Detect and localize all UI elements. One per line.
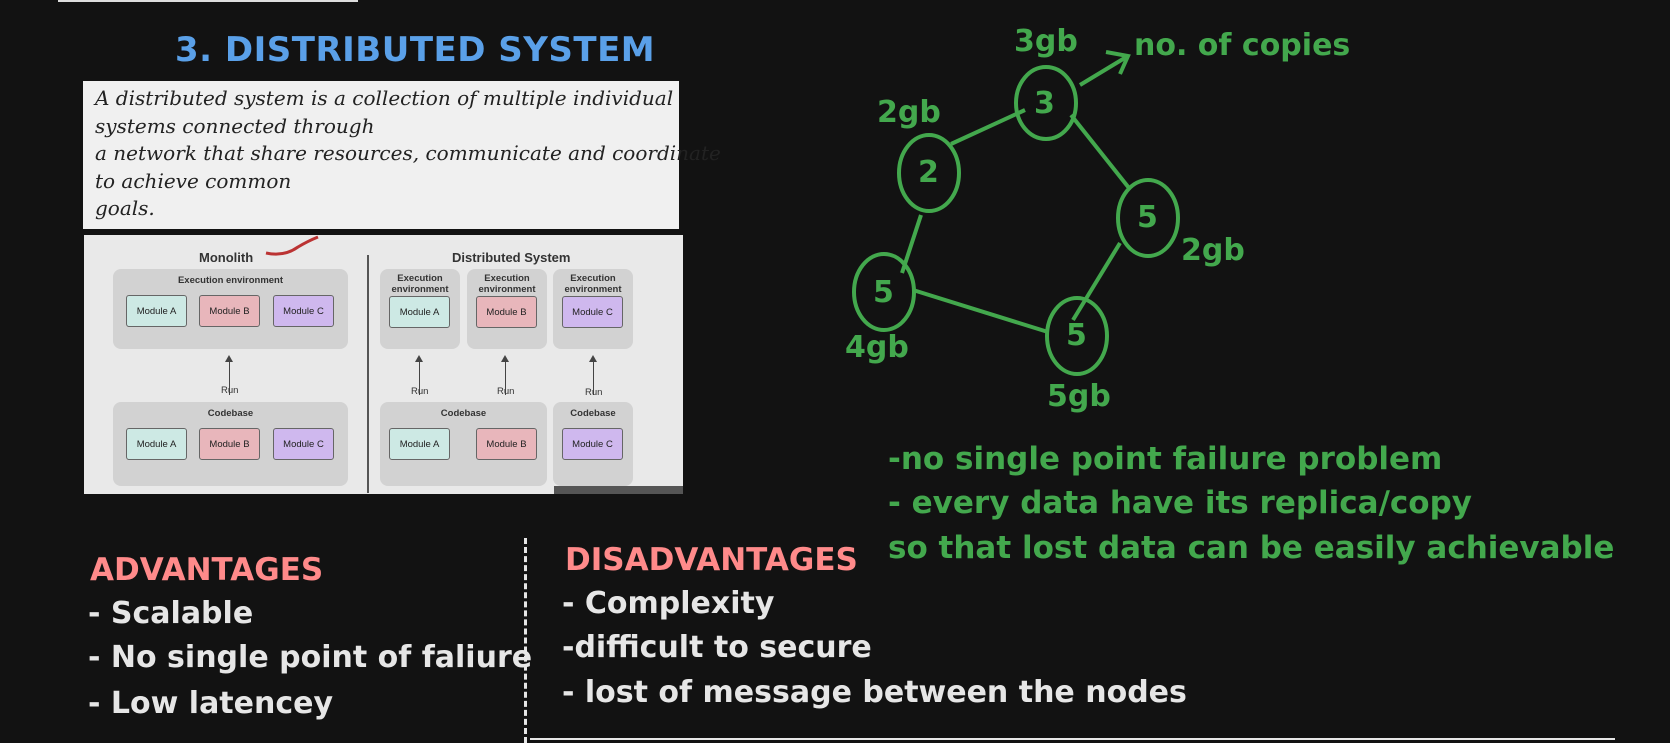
run-label: Run (411, 386, 429, 397)
module-b: Module B (476, 296, 537, 328)
module-a: Module A (389, 428, 450, 460)
exec-env-label: Execution environment (177, 275, 284, 286)
node-size: 4gb (845, 330, 909, 365)
disadvantage-item: - Complexity (562, 586, 775, 621)
advantages-heading: ADVANTAGES (90, 552, 324, 588)
top-border (58, 0, 358, 2)
codebase-label: Codebase (207, 408, 254, 419)
module-a: Module A (389, 296, 450, 328)
node-size: 5gb (1047, 379, 1111, 414)
node-size: 2gb (1181, 233, 1245, 268)
node-size: 3gb (1014, 24, 1078, 59)
exec-env-label: Execution environment (391, 273, 449, 295)
definition-line: a network that share resources, communic… (95, 141, 721, 165)
graph-node (1116, 178, 1180, 258)
architecture-diagram: Monolith Execution environment Module A … (84, 235, 683, 494)
graph-edge (1071, 241, 1122, 322)
module-a: Module A (126, 428, 187, 460)
graph-edge (912, 288, 1049, 334)
definition-line: systems connected through (95, 113, 375, 138)
run-arrow (505, 361, 506, 395)
run-label: Run (221, 385, 239, 396)
disadvantage-item: -difficult to secure (562, 630, 872, 665)
node-value: 2 (918, 155, 939, 190)
video-bar (554, 486, 683, 494)
copies-arrow (1078, 54, 1130, 87)
node-size: 2gb (877, 95, 941, 130)
node-value: 3 (1034, 86, 1055, 121)
distributed-title: Distributed System (452, 250, 571, 265)
disadvantages-heading: DISADVANTAGES (565, 542, 858, 578)
advantage-item: - Low latencey (88, 686, 334, 721)
run-label: Run (585, 387, 603, 398)
bottom-line (530, 738, 1615, 740)
note-line: - every data have its replica/copy (888, 485, 1472, 521)
run-arrow-head (589, 355, 597, 362)
graph-edge (950, 108, 1026, 146)
module-c: Module C (562, 296, 623, 328)
module-c: Module C (562, 428, 623, 460)
graph-node (1014, 65, 1078, 141)
definition-box: A distributed system is a collection of … (83, 81, 721, 229)
module-a: Module A (126, 295, 187, 327)
module-b: Module B (199, 295, 260, 327)
copies-arrow-head (1105, 50, 1131, 75)
run-arrow (419, 361, 420, 395)
node-value: 5 (873, 275, 894, 310)
run-arrow-head (501, 355, 509, 362)
replica-network-graph (852, 50, 1180, 376)
node-value: 5 (1066, 318, 1087, 353)
monolith-title: Monolith (199, 250, 254, 265)
definition-line: A distributed system is a collection of … (95, 86, 674, 110)
advantage-item: - No single point of faliure (88, 640, 533, 675)
disadvantage-item: - lost of message between the nodes (562, 675, 1187, 710)
definition-line: to achieve common (95, 168, 292, 193)
graph-node (897, 133, 961, 213)
module-c: Module C (273, 295, 334, 327)
section-divider (524, 538, 527, 743)
run-label: Run (497, 386, 515, 397)
run-arrow-head (415, 355, 423, 362)
run-arrow (229, 361, 230, 395)
note-line: -no single point failure problem (888, 441, 1443, 477)
codebase-label: Codebase (570, 408, 616, 419)
module-b: Module B (199, 428, 260, 460)
exec-env-label: Execution environment (564, 273, 622, 295)
page-title: 3. DISTRIBUTED SYSTEM (175, 30, 656, 70)
graph-node (852, 252, 916, 332)
node-value: 5 (1137, 200, 1158, 235)
advantage-item: - Scalable (88, 596, 254, 631)
diagram-divider (367, 255, 369, 493)
run-arrow-head (225, 355, 233, 362)
annotation-stroke (265, 235, 319, 256)
run-arrow (593, 361, 594, 395)
graph-node (1045, 296, 1109, 376)
module-b: Module B (476, 428, 537, 460)
note-line: so that lost data can be easily achievab… (888, 530, 1615, 566)
codebase-label: Codebase (440, 408, 487, 419)
definition-line: goals. (95, 196, 155, 220)
copies-label: no. of copies (1134, 28, 1351, 63)
module-c: Module C (273, 428, 334, 460)
graph-edge (1069, 113, 1131, 190)
exec-env-label: Execution environment (478, 273, 536, 295)
